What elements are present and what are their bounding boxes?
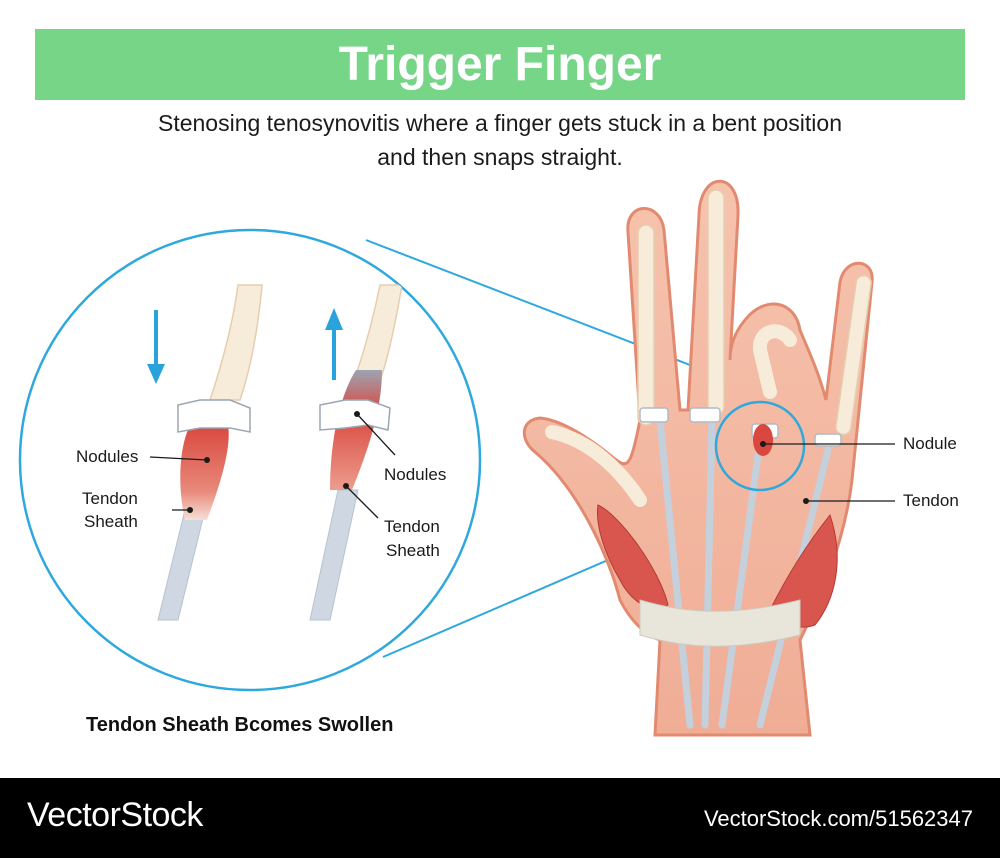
footer-bar: [0, 778, 1000, 858]
highlight-circle: [714, 400, 806, 492]
label-sheath-left: Sheath: [84, 512, 138, 531]
label-nodule-hand: Nodule: [903, 434, 957, 453]
page-title: Trigger Finger: [338, 38, 662, 91]
stock-id: VectorStock.com/51562347: [703, 806, 973, 831]
ring-finger-tendon: [753, 324, 797, 399]
label-sheath-right: Sheath: [386, 541, 440, 560]
index-finger-tendon: [637, 224, 655, 426]
left-tendon-upper: [208, 284, 263, 401]
label-tendon-right: Tendon: [384, 517, 440, 536]
arrow-up-icon: [325, 308, 343, 380]
label-nodules-right: Nodules: [384, 465, 447, 484]
zoom-circle: [18, 228, 482, 692]
left-nodule-swelling: [180, 425, 229, 520]
subtitle-line-1: Stenosing tenosynovitis where a finger g…: [157, 110, 842, 136]
thumb-tendon: [545, 425, 647, 507]
caption: Tendon Sheath Bcomes Swollen: [86, 714, 394, 736]
title-banner: [35, 29, 965, 100]
label-tendon-left: Tendon: [82, 489, 138, 508]
trigger-finger-illustration: [18, 179, 895, 737]
right-tendon-upper: [354, 284, 403, 376]
subtitle: Stenosing tenosynovitis where a finger g…: [60, 106, 940, 174]
carpal-ligament: [639, 599, 801, 647]
hand-nodule: [753, 424, 773, 456]
middle-finger-tendon: [707, 189, 725, 416]
vectorstock-logo[interactable]: VectorStock: [27, 796, 203, 834]
arrow-down-icon: [147, 310, 165, 384]
subtitle-line-2: and then snaps straight.: [377, 144, 623, 170]
hand: [522, 179, 895, 737]
label-tendon-hand: Tendon: [903, 491, 959, 510]
label-nodules-left: Nodules: [76, 447, 139, 466]
little-finger-tendon: [835, 274, 872, 436]
hand-skin: [522, 179, 874, 737]
left-pulley: [177, 399, 251, 433]
